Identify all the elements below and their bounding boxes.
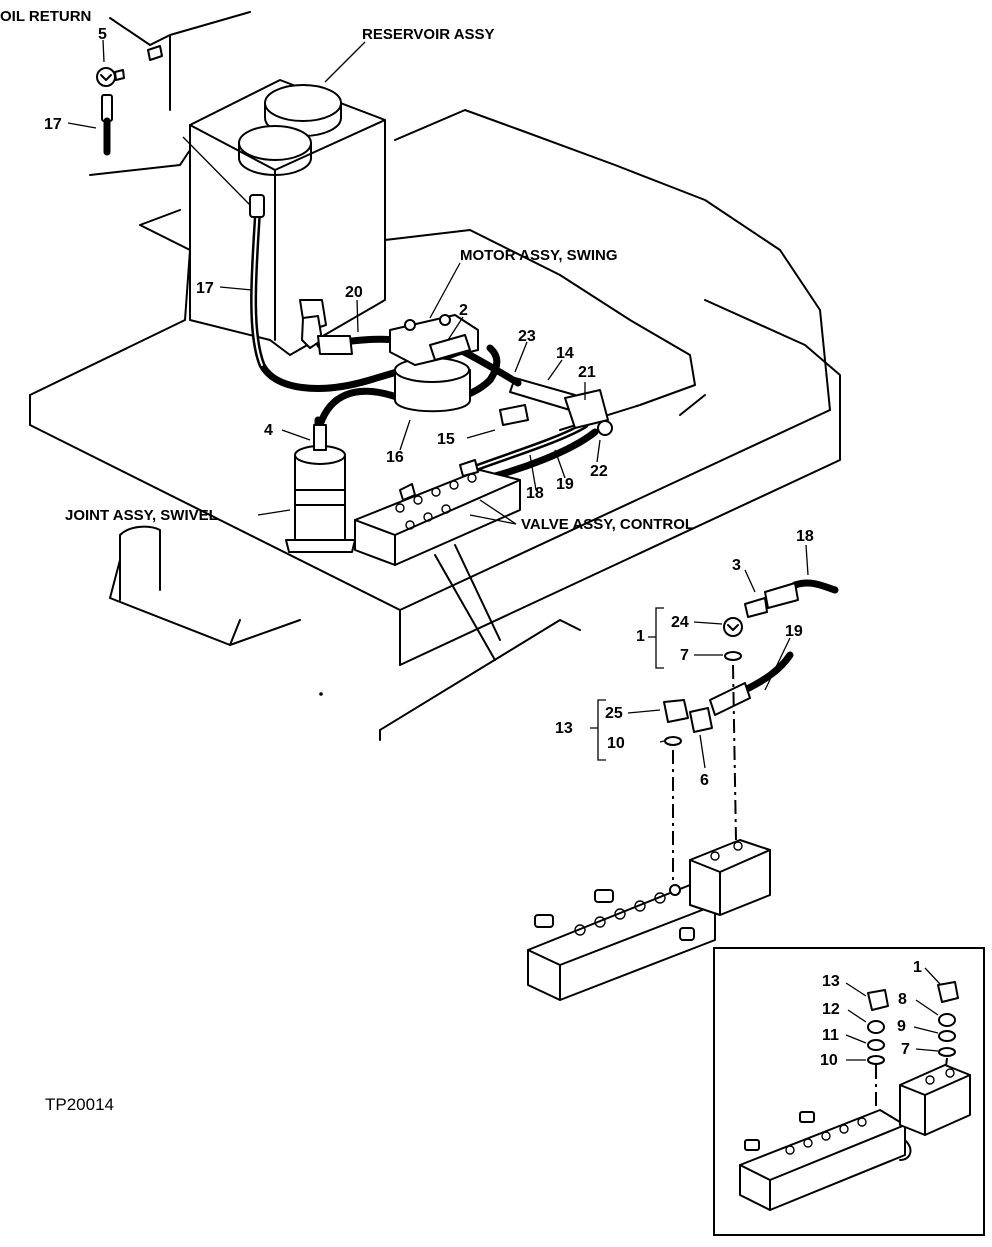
leader-lines: [67, 39, 941, 1061]
callout-5: 5: [98, 26, 107, 43]
callout-20: 20: [345, 284, 363, 301]
callout-17-tank: 17: [196, 280, 214, 297]
inset-detail: [713, 947, 985, 1236]
callout-16: 16: [386, 449, 404, 466]
callout-18-detail: 18: [796, 528, 814, 545]
callout-14: 14: [556, 345, 574, 362]
inset-callout-10: 10: [820, 1052, 838, 1069]
callout-3: 3: [732, 557, 741, 574]
inset-callout-8: 8: [898, 991, 907, 1008]
detail-leader: [434, 544, 501, 661]
exploded-fittings: [663, 579, 839, 890]
swing-motor: [389, 314, 479, 413]
control-valve-exploded: [527, 839, 771, 1001]
inset-callout-11: 11: [822, 1027, 839, 1044]
reservoir-tank: [189, 79, 386, 356]
callout-17-top: 17: [44, 116, 62, 133]
callout-7: 7: [680, 647, 689, 664]
speck: [319, 692, 323, 696]
manifold-block: [499, 389, 613, 436]
reservoir-assy-label: RESERVOIR ASSY: [362, 26, 495, 43]
inset-callout-13: 13: [822, 973, 840, 990]
callout-15: 15: [437, 431, 455, 448]
callout-24: 24: [671, 614, 689, 631]
callout-22: 22: [590, 463, 608, 480]
callout-2: 2: [459, 302, 468, 319]
inset-callout-12: 12: [822, 1001, 840, 1018]
valve-assy-control-label: VALVE ASSY, CONTROL: [521, 516, 694, 533]
callout-1: 1: [636, 628, 645, 645]
callout-19-top: 19: [556, 476, 574, 493]
callout-10: 10: [607, 735, 625, 752]
callout-19-detail: 19: [785, 623, 803, 640]
oil-return-label: OIL RETURN: [0, 8, 91, 25]
inset-callout-9: 9: [897, 1018, 906, 1035]
oil-return-fitting: [96, 45, 163, 156]
control-valve-upper: [354, 459, 521, 566]
callout-18-top: 18: [526, 485, 544, 502]
callout-4: 4: [264, 422, 273, 439]
callout-21: 21: [578, 364, 596, 381]
inset-callout-1: 1: [913, 959, 922, 976]
motor-assy-swing-label: MOTOR ASSY, SWING: [460, 247, 618, 264]
callout-13: 13: [555, 720, 573, 737]
callout-6: 6: [700, 772, 709, 789]
inset-callout-7: 7: [901, 1041, 910, 1058]
drawing-code: TP20014: [45, 1095, 114, 1114]
callout-25: 25: [605, 705, 623, 722]
joint-assy-swivel-label: JOINT ASSY, SWIVEL: [65, 507, 218, 524]
swivel-joint: [119, 424, 356, 601]
callout-23: 23: [518, 328, 536, 345]
